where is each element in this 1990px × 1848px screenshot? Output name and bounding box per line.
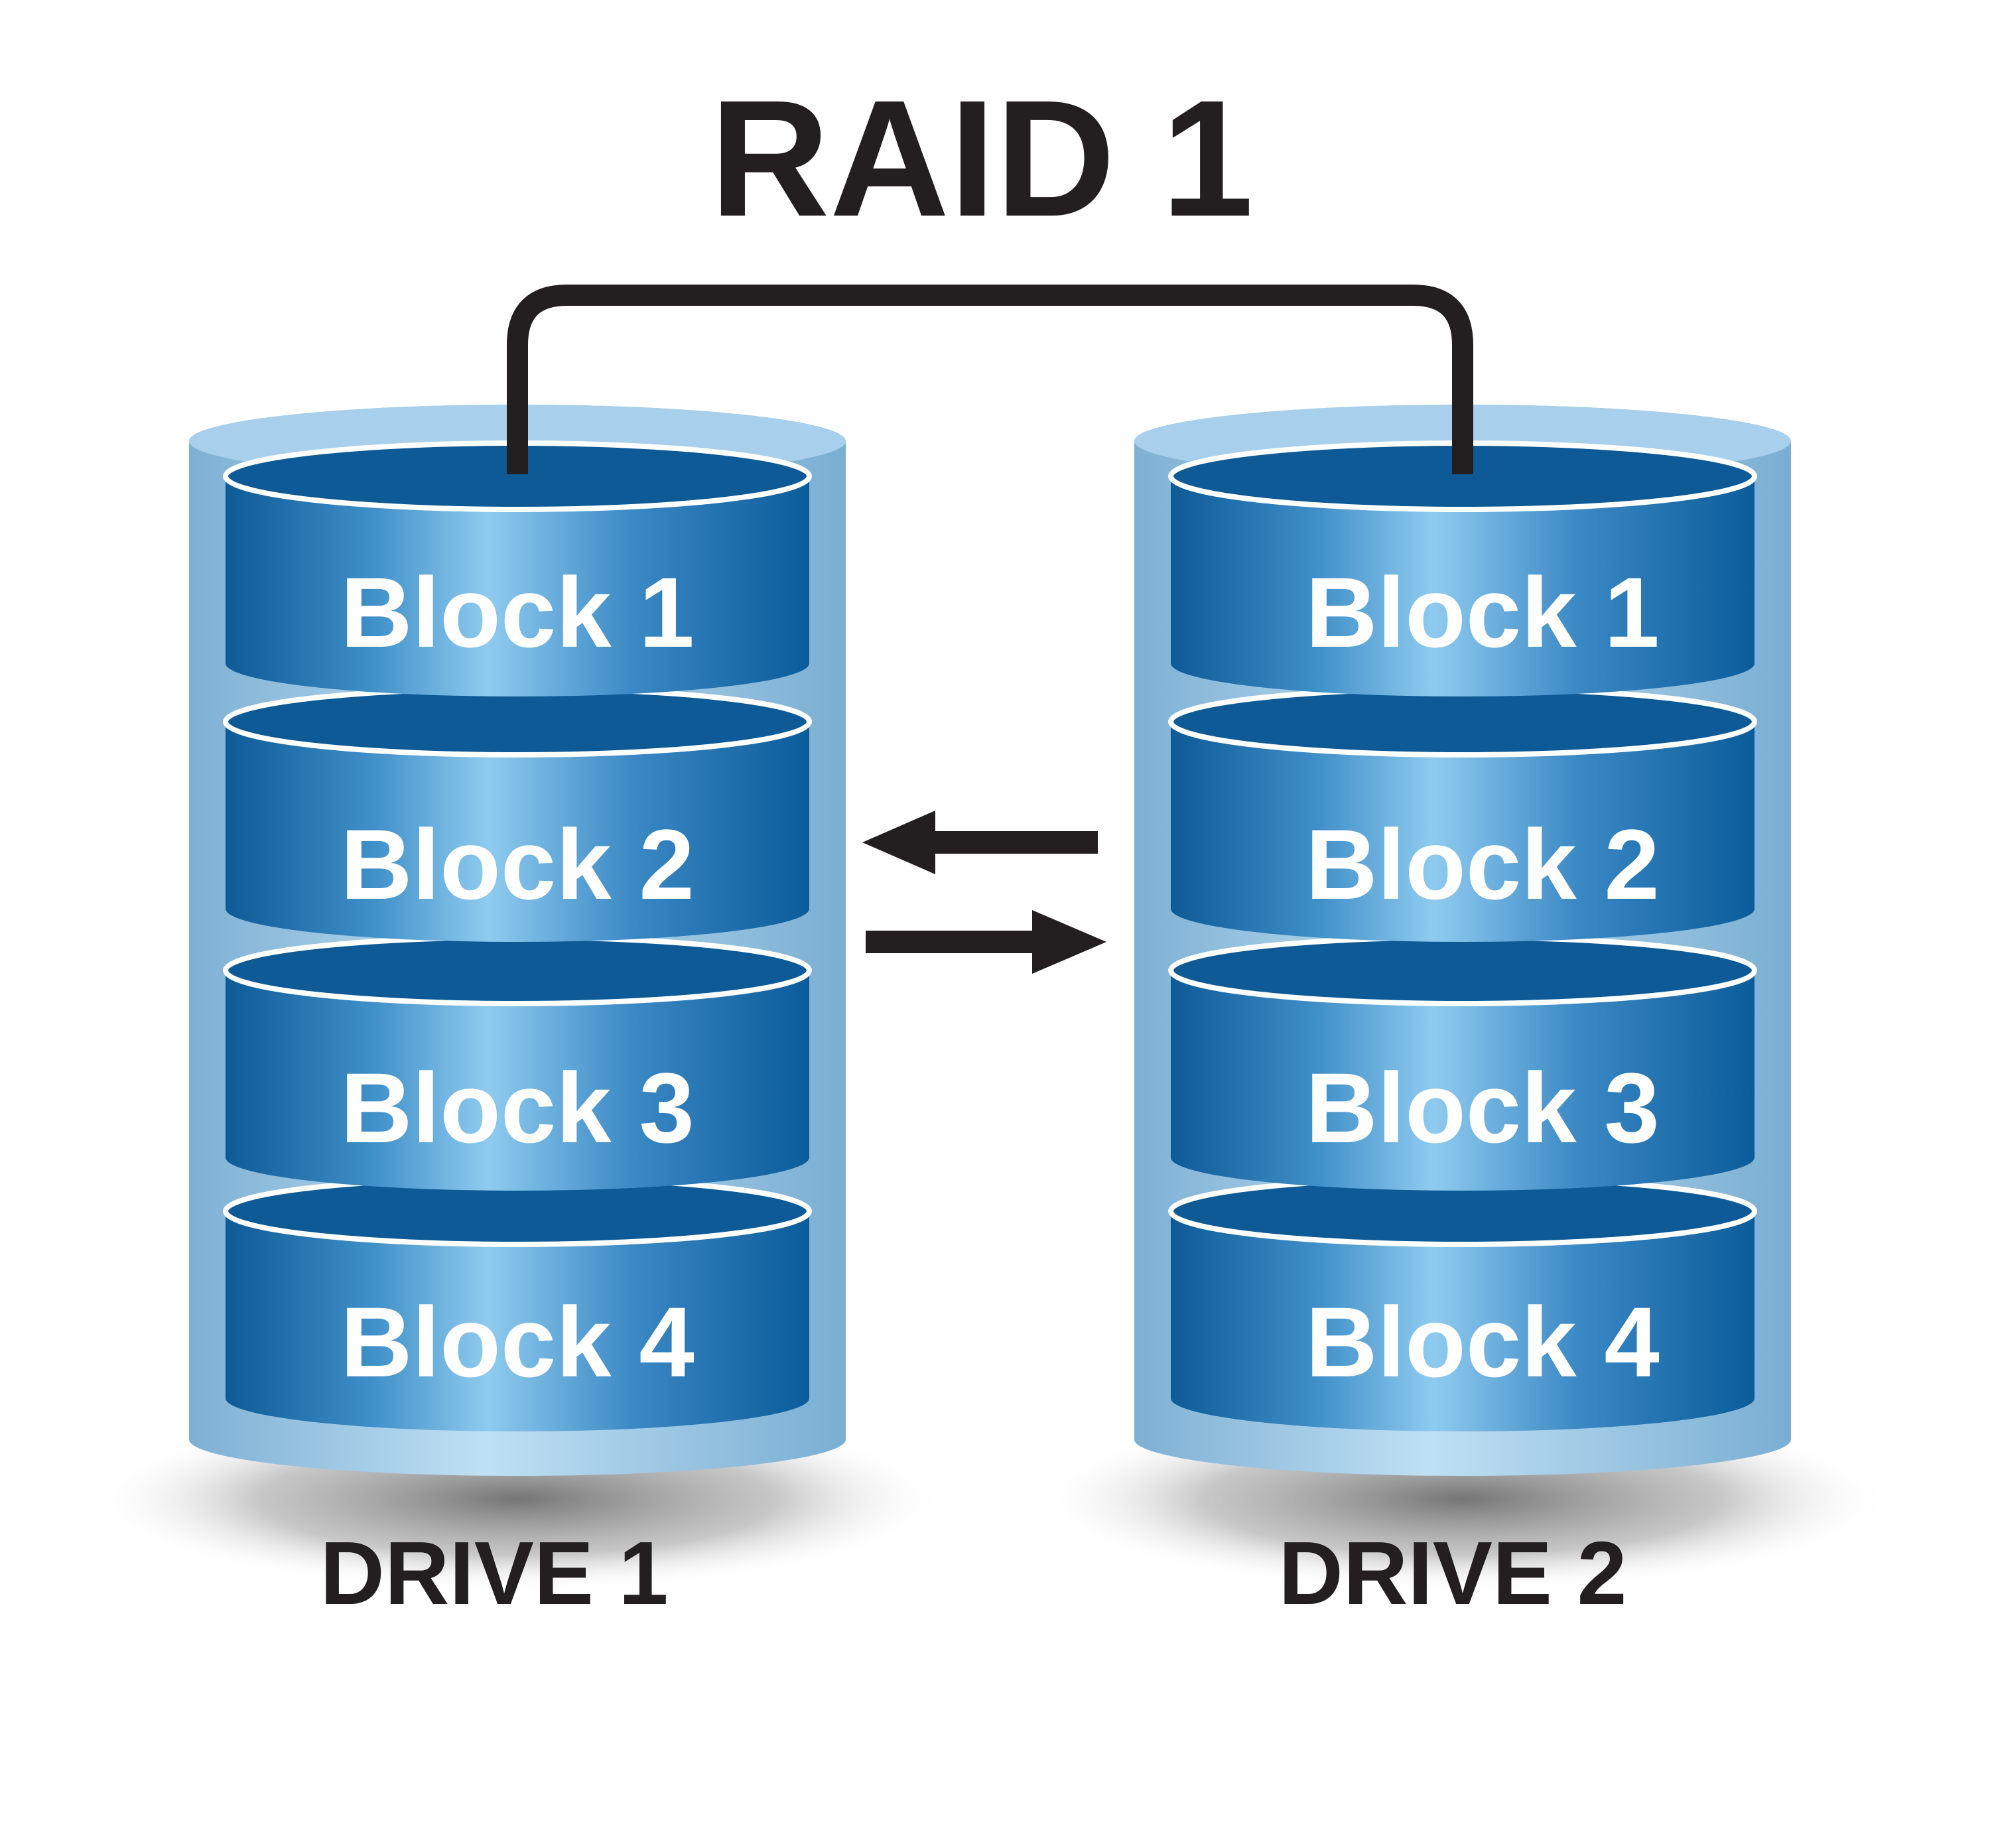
drive-label: DRIVE 2 (1278, 1523, 1626, 1623)
block-label: Block 1 (1305, 557, 1660, 668)
disk-block-4: Block 4 (1168, 1175, 1757, 1431)
disk-body (226, 722, 809, 942)
disk-top (223, 935, 812, 1006)
arrow-right-icon (866, 910, 1106, 974)
disk-body (226, 1211, 809, 1431)
disk-body (1171, 476, 1755, 696)
drive-1: Block 4 Block 3 Block 2 Block 1 DRIVE 1 (86, 405, 949, 1623)
block-label: Block 2 (340, 809, 695, 920)
disk-body (226, 970, 809, 1191)
drive-label: DRIVE 1 (320, 1523, 668, 1623)
disk-body (1171, 970, 1755, 1191)
disk-block-2: Block 2 (1168, 686, 1757, 942)
arrow-left-icon (862, 811, 1098, 874)
disk-block-1: Block 1 (1168, 440, 1757, 696)
drive-2: Block 4 Block 3 Block 2 Block 1 DRIVE 2 (1031, 405, 1894, 1623)
block-label: Block 3 (1305, 1052, 1660, 1163)
block-label: Block 4 (340, 1286, 695, 1398)
disk-top (1168, 935, 1757, 1006)
disk-block-3: Block 3 (223, 935, 812, 1191)
disk-top (223, 686, 812, 758)
disk-body (1171, 1211, 1755, 1431)
disk-block-3: Block 3 (1168, 935, 1757, 1191)
disk-block-2: Block 2 (223, 686, 812, 942)
block-label: Block 4 (1305, 1286, 1660, 1398)
disk-block-1: Block 1 (223, 440, 812, 696)
diagram-title: RAID 1 (710, 66, 1254, 251)
disk-body (226, 476, 809, 696)
block-label: Block 2 (1305, 809, 1660, 920)
block-label: Block 3 (340, 1052, 695, 1163)
disk-top (1168, 686, 1757, 758)
block-label: Block 1 (340, 557, 695, 668)
mirror-connector (507, 285, 1473, 474)
disk-block-4: Block 4 (223, 1175, 812, 1431)
disk-body (1171, 722, 1755, 942)
